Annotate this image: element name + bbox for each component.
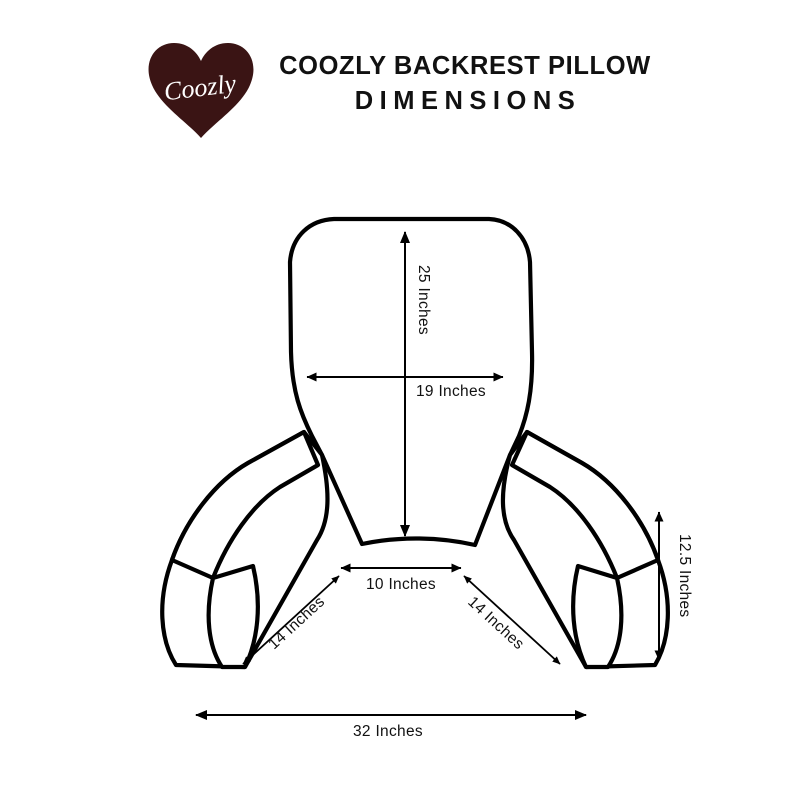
page-title: COOZLY BACKREST PILLOW DIMENSIONS — [275, 50, 655, 118]
right-arm-top-facet — [509, 429, 661, 581]
heart-icon: Coozly — [148, 43, 254, 138]
dimension-gap-10-label: 10 Inches — [366, 576, 436, 593]
dimension-right-arm-14-label: 14 Inches — [464, 593, 527, 653]
heart-shape — [148, 43, 254, 138]
header: Coozly COOZLY BACKREST PILLOW DIMENSIONS — [0, 34, 800, 154]
pillow-outline — [160, 216, 670, 670]
dimension-width-19: 19 Inches — [306, 372, 504, 400]
dimension-height-25: 25 Inches — [400, 231, 432, 537]
title-line-secondary: DIMENSIONS — [354, 87, 582, 115]
dimension-arm-height-12-5: 12.5 Inches — [654, 511, 693, 661]
backrest-panel — [287, 216, 535, 548]
left-arm-top-facet — [169, 429, 321, 581]
dimension-overall-32-label: 32 Inches — [353, 723, 423, 740]
dimension-height-25-label: 25 Inches — [415, 265, 432, 335]
left-arm-inner-facet — [206, 563, 260, 670]
dimension-overall-32: 32 Inches — [195, 710, 587, 740]
dimension-right-arm-14-arrow — [463, 575, 561, 665]
title-line-primary: COOZLY BACKREST PILLOW — [279, 52, 651, 80]
dimension-gap-10: 10 Inches — [340, 563, 462, 593]
coozly-heart-logo: Coozly — [145, 38, 257, 142]
dimension-left-arm-14-arrow — [242, 575, 340, 665]
right-arm-inner-facet — [571, 563, 624, 670]
dimension-width-19-label: 19 Inches — [416, 383, 486, 400]
dimension-arm-height-12-5-label: 12.5 Inches — [676, 534, 693, 617]
